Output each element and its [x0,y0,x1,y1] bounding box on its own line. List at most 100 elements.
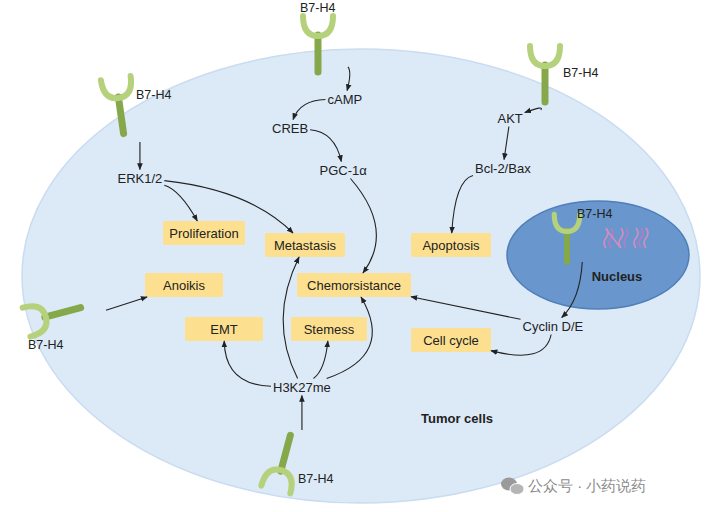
outcome-box: Chemorsistance [297,273,411,297]
outcome-box: Proliferation [163,221,245,245]
molecule-text: CREB [272,121,308,136]
ellipse-shape [507,201,689,309]
pathway-molecule: PGC-1α [318,162,369,179]
pathway-molecule: CREB [270,120,310,137]
pathway-molecule: Cyclin D/E [521,318,586,335]
signal-arrow [347,67,350,91]
region-label: Tumor cells [421,411,493,426]
dna-strand [634,228,638,248]
receptor-cup [261,466,295,493]
pathway-molecule: ERK1/2 [116,170,165,187]
pathway-molecule: cAMP [326,91,365,108]
nucleus-ellipse: Nucleus B7-H4 [506,200,690,310]
region-label: Nucleus [592,269,643,284]
receptor-stem [281,435,291,471]
receptor-node: B7-H4 [548,204,620,262]
molecule-text: H3K27me [273,380,331,395]
receptor-stem [45,308,81,318]
molecule-text: Cyclin D/E [523,319,584,334]
receptor-glyph [530,46,560,102]
receptor-node: B7-H4 [528,44,610,110]
signal-arrow [224,341,271,386]
signal-arrow [293,99,325,119]
receptor-label: B7-H4 [300,1,335,15]
receptor-label: B7-H4 [577,207,612,221]
pathway-molecule: H3K27me [271,379,333,396]
outcome-box: Stemess [291,317,367,341]
signal-arrow [452,175,473,233]
dna-strand [639,228,643,248]
outcome-box: Metastasis [265,233,345,257]
receptor-cup [23,302,50,336]
outcome-text: Stemess [304,322,355,337]
outcome-box: Apoptosis [411,233,491,257]
receptor-glyph [554,214,580,262]
watermark: 公众号 · 小药说药 [528,477,646,496]
signal-arrow [164,185,197,221]
receptor-node: B7-H4 [22,294,106,354]
signal-arrow [139,142,140,170]
receptor-node: B7-H4 [258,430,346,494]
signal-arrow [164,181,293,233]
outcome-text: EMT [210,322,237,337]
wechat-bubble [510,484,524,495]
outcome-box: Cell cycle [411,328,491,352]
receptor-glyph [101,76,139,136]
outcome-text: Cell cycle [423,333,479,348]
receptor-symbol [100,76,180,142]
receptor-label: B7-H4 [136,88,171,102]
pathway-molecule: AKT [496,110,525,127]
receptor-glyph [303,16,333,72]
ellipse-shape [22,49,700,503]
receptor-cup [101,76,133,100]
receptor-node: B7-H4 [100,76,180,142]
molecule-text: ERK1/2 [118,171,163,186]
signal-arrow [301,396,302,431]
outcome-text: Proliferation [169,226,238,241]
receptor-stem [315,35,322,72]
dna-strand [609,228,613,248]
dna-strand [644,228,648,248]
receptor-stem [542,65,549,102]
molecule-text: cAMP [328,92,363,107]
outcome-box: Anoikis [145,273,223,297]
wechat-icon [501,478,524,495]
dna-strand [604,228,608,248]
receptor-cup [530,46,560,66]
receptor-stem [118,97,123,134]
signal-arrow [562,262,583,318]
outcome-text: Anoikis [163,278,205,293]
signal-arrow [327,297,373,379]
signal-arrow [411,297,521,320]
dna-strand [619,228,623,248]
signal-arrow [525,108,542,113]
receptor-label: B7-H4 [298,472,333,486]
molecule-text: PGC-1α [320,163,367,178]
dna-illustration [604,228,648,248]
dna-strand [624,228,628,248]
signal-arrow [504,127,509,160]
signal-arrow [350,179,376,274]
signal-arrow [491,335,551,356]
outcome-text: Metastasis [274,238,336,253]
outcome-box: EMT [185,317,263,341]
receptor-label: B7-H4 [563,66,598,80]
signal-arrow [313,341,327,379]
receptor-cup [303,16,333,36]
signal-arrow [283,257,299,379]
receptor-node: B7-H4 [298,0,348,70]
pathway-molecule: Bcl-2/Bax [473,160,533,177]
receptor-stem [564,231,570,262]
signal-arrow [106,297,147,310]
receptor-glyph [23,293,85,336]
molecule-text: Bcl-2/Bax [475,161,531,176]
signal-arrow [310,130,341,162]
outcome-text: Apoptosis [422,238,479,253]
molecule-text: AKT [498,111,523,126]
outcome-text: Chemorsistance [307,278,401,293]
receptor-label: B7-H4 [28,338,63,352]
wechat-bubble [501,478,517,491]
dna-strand [606,229,620,247]
receptor-cup [554,214,580,231]
